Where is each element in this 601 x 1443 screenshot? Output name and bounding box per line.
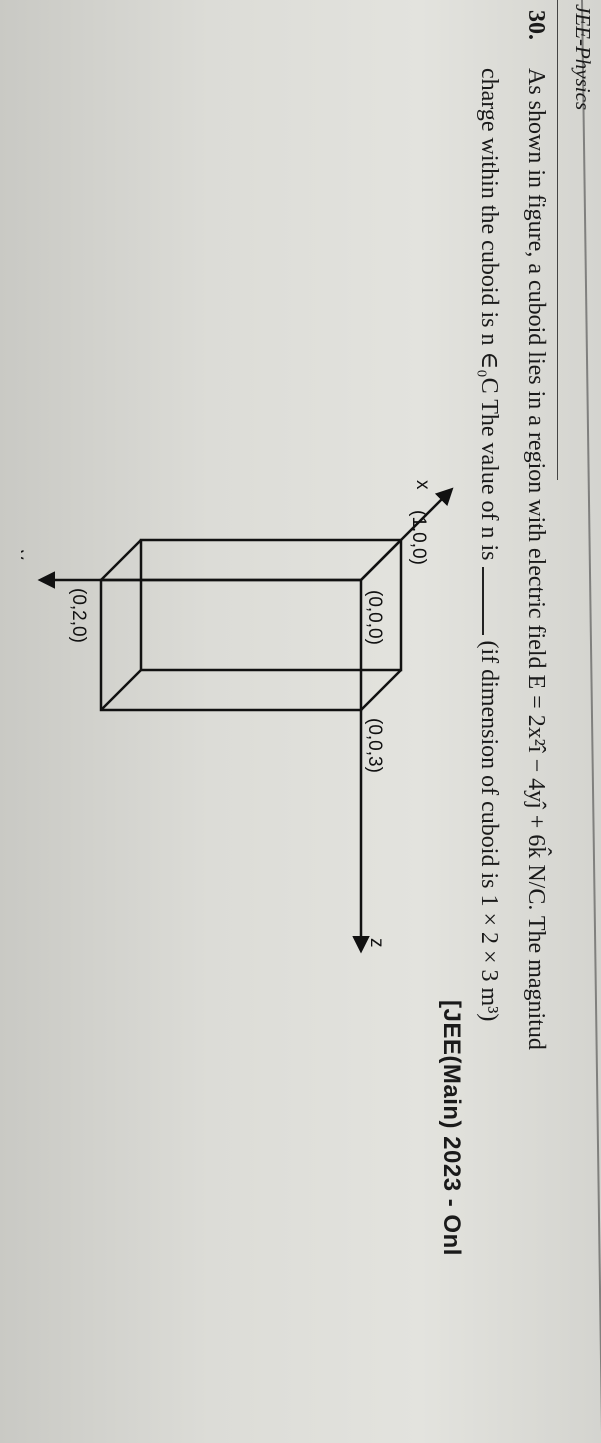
question-text-1a: As shown in figure, a cuboid lies in a r… [523, 68, 549, 669]
question-line-2: charge within the cuboid is n ∈₀C The va… [475, 68, 504, 1021]
question-text-1b: . The magnitud [523, 904, 549, 1050]
x-axis [360, 487, 454, 581]
point-label-origin: (0,0,0) [364, 590, 385, 645]
header-rule [557, 0, 558, 480]
cuboid-edge [100, 539, 142, 581]
point-label-x: (1,0,0) [408, 510, 429, 565]
exam-source: [JEE(Main) 2023 - Onl [438, 1000, 465, 1256]
electric-field-expression: E = 2x²î − 4yĵ + 6k̂ N/C [523, 674, 549, 905]
point-label-y: (0,2,0) [68, 588, 89, 643]
cuboid-figure: y z x (1,0,0) (0,0,0) (0,0,3) (0,2,0) [21, 480, 454, 954]
page-header: JEE-Physics [571, 4, 595, 111]
cuboid-edge [360, 669, 402, 711]
cuboid-edge [100, 669, 142, 711]
axis-label-z: z [366, 938, 387, 948]
question-line-1: As shown in figure, a cuboid lies in a r… [522, 68, 549, 1050]
answer-blank [482, 566, 502, 635]
axis-label-y: y [21, 550, 29, 560]
axis-label-x: x [412, 480, 433, 490]
top-rule [581, 0, 601, 1443]
question-number: 30. [523, 10, 549, 40]
point-label-z: (0,0,3) [364, 718, 385, 773]
question-text-2b: (if dimension of cuboid is 1 × 2 × 3 m³) [476, 640, 502, 1022]
question-text-2a: charge within the cuboid is n ∈₀C The va… [476, 68, 502, 561]
